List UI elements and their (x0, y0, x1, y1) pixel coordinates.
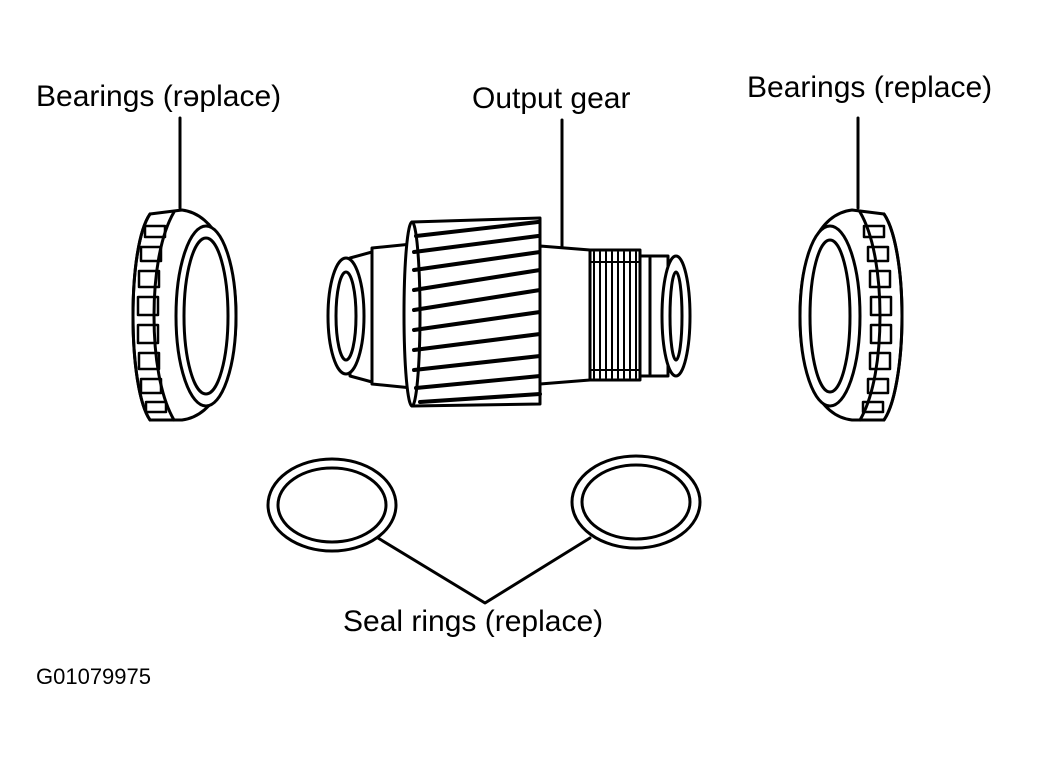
bearings-left-label: Bearings (rəplace) (36, 80, 282, 113)
output-gear (326, 216, 692, 408)
seal-ring-right (570, 454, 702, 550)
bearing-left (131, 208, 238, 422)
bearings-right-label: Bearings (replace) (747, 71, 993, 104)
seal-rings-label: Seal rings (replace) (343, 605, 604, 638)
seal-ring-left (266, 457, 398, 553)
leader-line-seal-rings (376, 536, 592, 605)
bearing-right (798, 208, 904, 422)
figure-id: G01079975 (36, 664, 151, 689)
output-gear-label: Output gear (472, 82, 631, 115)
